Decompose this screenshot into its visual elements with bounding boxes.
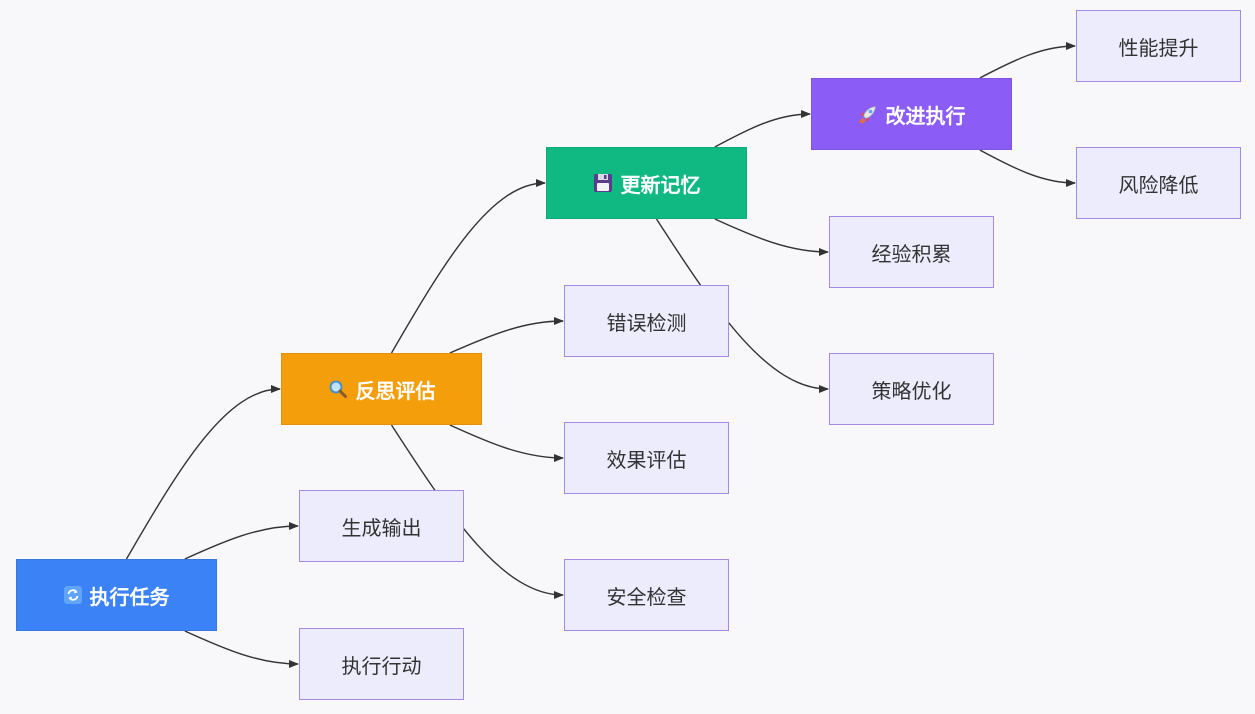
reflect-evaluate-node[interactable]: 反思评估 — [281, 353, 482, 425]
improve-execution-node[interactable]: 改进执行 — [811, 78, 1012, 150]
execute-task-label: 执行任务 — [89, 584, 170, 609]
execute-task-node[interactable]: 执行任务 — [16, 559, 217, 631]
effect-evaluation-node[interactable]: 效果评估 — [564, 422, 729, 494]
generate-output-label: 生成输出 — [341, 515, 422, 540]
edge-memory-to-strategy — [655, 218, 829, 393]
edge-reflect-to-security_check — [390, 424, 564, 599]
edge-execute-to-generate_output — [184, 522, 299, 560]
edge-improve-to-risk — [979, 149, 1076, 187]
edge-memory-to-experience — [714, 218, 829, 256]
error-detection-node[interactable]: 错误检测 — [564, 285, 729, 357]
edge-improve-to-performance — [979, 42, 1076, 79]
refresh-icon — [63, 586, 82, 604]
edge-reflect-to-error_detection — [449, 317, 564, 354]
experience-accumulation-label: 经验积累 — [871, 241, 952, 266]
performance-improvement-label: 性能提升 — [1118, 35, 1199, 60]
generate-output-node[interactable]: 生成输出 — [299, 490, 464, 562]
risk-reduction-label: 风险降低 — [1118, 172, 1199, 197]
edge-reflect-to-memory — [390, 179, 546, 354]
edge-memory-to-improve — [714, 110, 811, 148]
strategy-optimization-label: 策略优化 — [871, 378, 952, 403]
effect-evaluation-label: 效果评估 — [606, 447, 687, 472]
execute-action-label: 执行行动 — [341, 653, 422, 678]
edge-execute-to-execute_action — [184, 630, 299, 668]
edge-reflect-to-effect_eval — [449, 424, 564, 462]
error-detection-label: 错误检测 — [606, 310, 687, 335]
experience-accumulation-node[interactable]: 经验积累 — [829, 216, 994, 288]
reflect-evaluate-label: 反思评估 — [355, 378, 436, 403]
edge-execute-to-reflect — [125, 385, 281, 560]
improve-execution-label: 改进执行 — [885, 103, 966, 128]
risk-reduction-node[interactable]: 风险降低 — [1076, 147, 1241, 219]
security-check-label: 安全检查 — [606, 584, 687, 609]
rocket-icon — [858, 104, 878, 124]
update-memory-label: 更新记忆 — [620, 172, 701, 197]
strategy-optimization-node[interactable]: 策略优化 — [829, 353, 994, 425]
security-check-node[interactable]: 安全检查 — [564, 559, 729, 631]
execute-action-node[interactable]: 执行行动 — [299, 628, 464, 700]
performance-improvement-node[interactable]: 性能提升 — [1076, 10, 1241, 82]
magnifier-icon — [328, 379, 348, 399]
floppy-disk-icon — [593, 173, 613, 193]
update-memory-node[interactable]: 更新记忆 — [546, 147, 747, 219]
